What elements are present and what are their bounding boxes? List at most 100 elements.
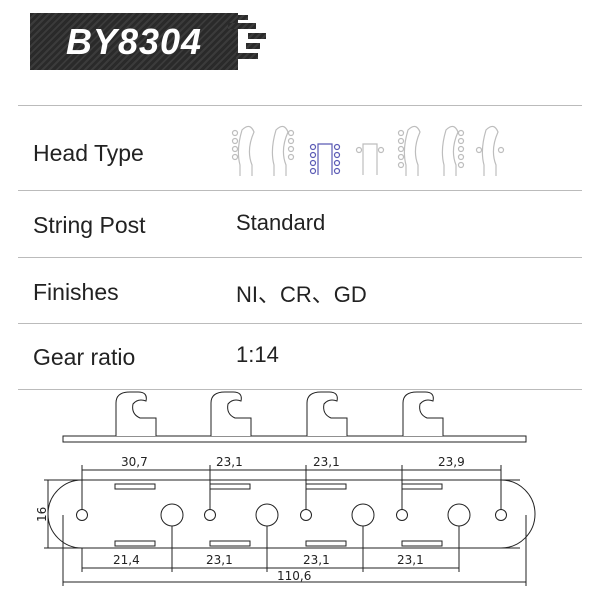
tuner-peg bbox=[231, 153, 239, 161]
badge-stripe bbox=[246, 43, 260, 49]
tuner-peg bbox=[333, 159, 341, 167]
dim-bottom-1: 21,4 bbox=[113, 553, 140, 567]
string-post-hook bbox=[306, 391, 348, 436]
spec-value-gear-ratio: 1:14 bbox=[236, 342, 279, 367]
tuner-peg bbox=[457, 161, 465, 169]
tuner-peg bbox=[397, 153, 405, 161]
mounting-hole bbox=[396, 509, 408, 521]
head-type-icon-1 bbox=[231, 125, 255, 176]
dim-top-2: 23,1 bbox=[216, 455, 243, 469]
strip-side bbox=[62, 435, 527, 443]
tuner-peg bbox=[457, 145, 465, 153]
dim-height: 16 bbox=[35, 507, 49, 522]
tuner-peg bbox=[397, 145, 405, 153]
tuner-peg bbox=[397, 129, 405, 137]
dim-bottom-4: 23,1 bbox=[397, 553, 424, 567]
tuner-peg bbox=[287, 145, 295, 153]
tuner-peg bbox=[355, 146, 363, 154]
gear-slot bbox=[114, 540, 156, 547]
model-badge: BY8304 bbox=[30, 13, 238, 70]
tuner-peg bbox=[475, 146, 483, 154]
spec-label-head-type: Head Type bbox=[33, 140, 144, 166]
headstock-outline bbox=[403, 125, 421, 176]
divider bbox=[18, 257, 582, 258]
spec-value-string-post: Standard bbox=[236, 210, 326, 235]
gear-slot bbox=[401, 483, 443, 490]
tuner-peg bbox=[231, 129, 239, 137]
spec-label-gear-ratio: Gear ratio bbox=[33, 344, 136, 370]
tuner-peg bbox=[497, 146, 505, 154]
divider bbox=[18, 190, 582, 191]
tuner-peg bbox=[287, 153, 295, 161]
badge-stripe bbox=[238, 15, 248, 20]
gear-slot bbox=[114, 483, 156, 490]
tuner-peg bbox=[287, 137, 295, 145]
divider bbox=[18, 105, 582, 106]
headstock-outline bbox=[237, 125, 255, 176]
gear-slot bbox=[209, 483, 251, 490]
post-hole bbox=[447, 503, 471, 527]
badge-stripe bbox=[248, 33, 266, 39]
model-number: BY8304 bbox=[65, 21, 203, 62]
tuner-peg bbox=[457, 129, 465, 137]
headstock-outline bbox=[362, 143, 378, 175]
gear-slot bbox=[305, 540, 347, 547]
head-type-icon-5 bbox=[397, 125, 421, 176]
tuner-peg bbox=[333, 167, 341, 175]
tuner-peg bbox=[397, 161, 405, 169]
top-view bbox=[62, 391, 527, 443]
post-hole bbox=[255, 503, 279, 527]
dim-bottom-3: 23,1 bbox=[303, 553, 330, 567]
mounting-hole bbox=[300, 509, 312, 521]
post-hole bbox=[160, 503, 184, 527]
headstock-outline bbox=[271, 125, 289, 176]
headstock-outline bbox=[441, 125, 459, 176]
dim-total: 110,6 bbox=[277, 569, 311, 583]
string-post-hook bbox=[210, 391, 252, 436]
string-post-hook bbox=[402, 391, 444, 436]
tuner-peg bbox=[333, 151, 341, 159]
dim-top-1: 30,7 bbox=[121, 455, 148, 469]
tuner-peg bbox=[231, 137, 239, 145]
plate-outline bbox=[47, 479, 536, 549]
head-type-icon-6 bbox=[441, 125, 465, 176]
gear-slot bbox=[209, 540, 251, 547]
string-post-hook bbox=[115, 391, 157, 436]
dim-top-4: 23,9 bbox=[438, 455, 465, 469]
tuner-peg bbox=[231, 145, 239, 153]
badge-stripe bbox=[228, 23, 256, 29]
gear-slot bbox=[305, 483, 347, 490]
mounting-hole bbox=[495, 509, 507, 521]
tuner-peg bbox=[377, 146, 385, 154]
divider bbox=[18, 389, 582, 390]
tuner-peg bbox=[457, 153, 465, 161]
tuner-peg bbox=[309, 143, 317, 151]
mounting-hole bbox=[76, 509, 88, 521]
spec-label-finishes: Finishes bbox=[33, 279, 119, 305]
tuner-peg bbox=[309, 159, 317, 167]
tuner-peg bbox=[397, 137, 405, 145]
head-type-icon-3 bbox=[309, 143, 341, 175]
headstock-outline bbox=[317, 143, 333, 175]
gear-slot bbox=[401, 540, 443, 547]
tuner-peg bbox=[333, 143, 341, 151]
tuner-peg bbox=[287, 129, 295, 137]
mounting-hole bbox=[204, 509, 216, 521]
head-type-icon-7 bbox=[475, 125, 505, 176]
dimension-lines bbox=[44, 465, 527, 586]
spec-label-string-post: String Post bbox=[33, 212, 146, 238]
head-type-icon-2 bbox=[271, 125, 295, 176]
tuner-peg bbox=[309, 151, 317, 159]
badge-stripe bbox=[236, 53, 258, 59]
dim-top-3: 23,1 bbox=[313, 455, 340, 469]
plate-view bbox=[47, 479, 536, 549]
tuner-peg bbox=[309, 167, 317, 175]
tuner-peg bbox=[457, 137, 465, 145]
headstock-outline bbox=[481, 125, 499, 176]
post-hole bbox=[351, 503, 375, 527]
spec-value-finishes: NI、CR、GD bbox=[236, 282, 367, 307]
head-type-icons bbox=[231, 125, 505, 176]
dim-bottom-2: 23,1 bbox=[206, 553, 233, 567]
